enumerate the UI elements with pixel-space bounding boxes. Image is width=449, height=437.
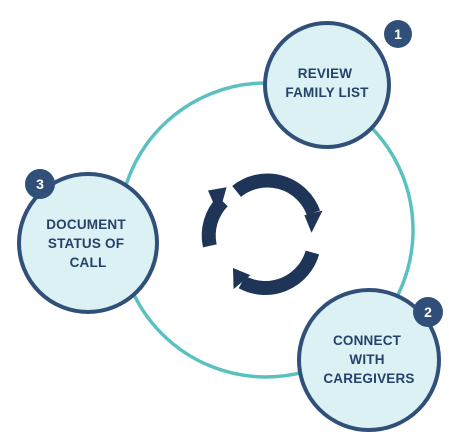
step-2-line-2: WITH [349, 352, 384, 367]
step-1-line-2: FAMILY LIST [285, 85, 369, 100]
step-3-node: DOCUMENT STATUS OF CALL 3 [17, 169, 159, 314]
step-3-line-2: STATUS OF [48, 236, 124, 251]
step-1-node: REVIEW FAMILY LIST 1 [263, 20, 412, 149]
step-1-line-1: REVIEW [298, 66, 353, 81]
step-3-line-1: DOCUMENT [46, 217, 126, 232]
step-2-line-1: CONNECT [333, 333, 402, 348]
step-2-line-3: CAREGIVERS [323, 371, 414, 386]
step-3-number: 3 [36, 176, 44, 192]
step-1-circle [263, 21, 391, 149]
step-2-circle [297, 288, 441, 432]
cycle-arrows-icon [201, 173, 323, 295]
step-1-badge [384, 20, 412, 48]
step-2-number: 2 [424, 304, 432, 320]
step-2-node: CONNECT WITH CAREGIVERS 2 [297, 288, 443, 432]
step-3-circle [17, 172, 159, 314]
step-2-badge [413, 297, 443, 327]
svg-text:CONNECT WITH CAREG: CONNECT WITH CAREGIVERS [323, 333, 414, 386]
svg-text:DOCUMENT STATUS OF: DOCUMENT STATUS OF CALL [46, 217, 130, 270]
step-1-number: 1 [394, 26, 402, 42]
step-3-badge [25, 169, 55, 199]
step-3-line-3: CALL [70, 255, 107, 270]
svg-text:REVIEW FAMILY LIST: REVIEW FAMILY LIST [285, 66, 369, 100]
